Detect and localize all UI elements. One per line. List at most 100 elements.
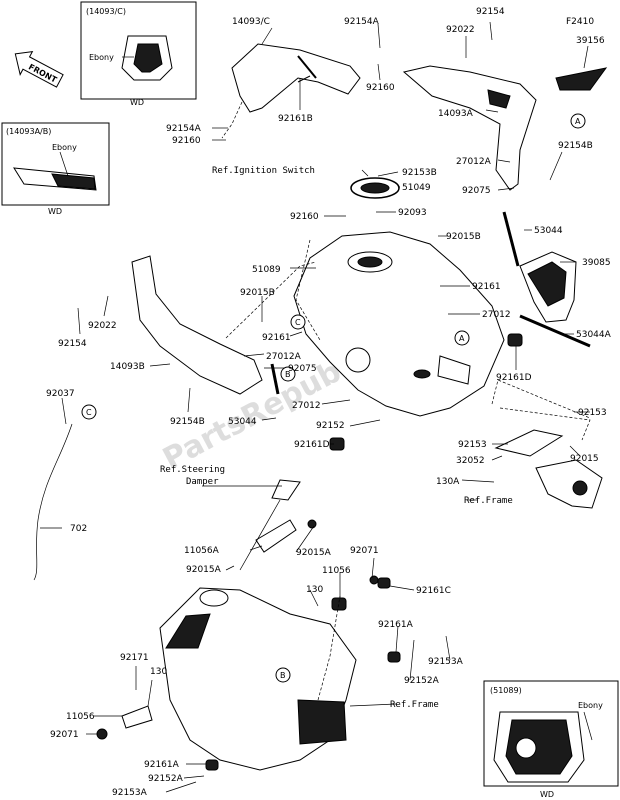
frame-mount-icon xyxy=(297,699,347,745)
inset-tank-cap-color: Ebony xyxy=(578,701,603,710)
part-label: 130 xyxy=(150,667,167,677)
part-label: 92154 xyxy=(58,339,87,349)
callout-b-tank: B xyxy=(280,366,296,382)
inset-cover-ab-code: WD xyxy=(48,207,62,216)
part-label: 11056A xyxy=(184,546,220,556)
part-label: 11056 xyxy=(322,566,351,576)
part-label: 92154A xyxy=(166,124,202,134)
seal-53044-icon xyxy=(502,211,520,267)
cover-14093c-icon xyxy=(231,43,361,113)
cover-c-ebony-area-icon xyxy=(133,43,163,73)
svg-text:A: A xyxy=(459,334,465,343)
part-label: 92153A xyxy=(428,657,464,667)
part-label: 130 xyxy=(306,585,323,595)
seal-53044-bottom-icon xyxy=(270,363,280,395)
part-label: 92161 xyxy=(472,282,501,292)
part-label: 53044A xyxy=(576,330,612,340)
inset-tank-cap: (51089) Ebony WD xyxy=(483,680,619,799)
inset-tank-cap-title: (51089) xyxy=(490,686,522,695)
bracket-32052-icon xyxy=(494,429,564,457)
part-label: 92015B xyxy=(446,232,481,242)
tank-cap-inner-icon xyxy=(357,256,383,268)
part-label: 92161D xyxy=(294,440,330,450)
label-sticker-icon xyxy=(555,67,608,91)
callout-b-frame: B xyxy=(275,667,291,683)
part-label: 92015A xyxy=(186,565,222,575)
part-label: 92160 xyxy=(172,136,201,146)
ref-steering-line2: Damper xyxy=(186,477,219,487)
part-label: 92022 xyxy=(446,25,475,35)
fuel-pump-icon xyxy=(345,347,371,373)
ref-frame-right: Ref.Frame xyxy=(464,496,513,506)
inset-cover-ab: (14093A/B) Ebony WD xyxy=(1,122,110,216)
cover-ab-ebony-area-icon xyxy=(51,173,96,190)
steering-head-icon xyxy=(199,589,229,607)
part-label: 92093 xyxy=(398,208,427,218)
svg-text:B: B xyxy=(280,671,286,680)
part-label: 92161 xyxy=(262,333,291,343)
inset-tank-cap-code: WD xyxy=(540,790,554,799)
part-label: 51049 xyxy=(402,183,431,193)
fuel-cap-inset-icon xyxy=(515,737,537,759)
hose-702-icon xyxy=(33,423,73,581)
part-label: 92071 xyxy=(350,546,379,556)
part-label: F2410 xyxy=(566,17,594,27)
inset-cover-c-color: Ebony xyxy=(89,53,114,62)
inset-cover-ab-color: Ebony xyxy=(52,143,77,152)
part-label: 27012 xyxy=(482,310,511,320)
svg-text:C: C xyxy=(295,318,301,327)
mount-92161c-icon xyxy=(377,577,391,589)
part-label: 92154 xyxy=(476,7,505,17)
part-label: 27012A xyxy=(456,157,492,167)
inset-cover-c: (14093/C) Ebony WD xyxy=(80,1,197,107)
svg-text:B: B xyxy=(285,370,291,379)
part-label: 53044 xyxy=(228,417,257,427)
callout-a-right: A xyxy=(570,113,586,129)
collar-11056-icon xyxy=(331,597,347,611)
part-label: 92171 xyxy=(120,653,149,663)
mount-92161d-right-icon xyxy=(507,333,523,347)
damper-link-11056a-icon xyxy=(255,519,297,553)
part-label: 92153A xyxy=(112,788,148,798)
part-label: 702 xyxy=(70,524,87,534)
part-label: 92160 xyxy=(290,212,319,222)
inset-cover-ab-title: (14093A/B) xyxy=(6,127,51,136)
part-label: 27012 xyxy=(292,401,321,411)
seal-53044a-icon xyxy=(519,314,591,348)
part-label: 14093B xyxy=(110,362,145,372)
part-label: 39156 xyxy=(576,36,605,46)
leader-lines xyxy=(40,21,590,793)
tank-vent-icon xyxy=(413,369,431,379)
part-label: 92075 xyxy=(288,364,317,374)
part-label: 92071 xyxy=(50,730,79,740)
bracket-92015-icon xyxy=(535,459,603,509)
damper-bracket-icon xyxy=(271,479,301,501)
inset-cover-c-title: (14093/C) xyxy=(86,7,126,16)
cover-14093b-icon xyxy=(131,255,263,395)
part-label: 92015 xyxy=(570,454,599,464)
part-label: 92152A xyxy=(148,774,184,784)
part-label: 92161C xyxy=(416,586,451,596)
part-label: 92153 xyxy=(578,408,607,418)
inset-cover-c-code: WD xyxy=(130,98,144,107)
part-label: 39085 xyxy=(582,258,611,268)
part-label: 92154B xyxy=(558,141,593,151)
part-label: 53044 xyxy=(534,226,563,236)
part-label: 92154A xyxy=(344,17,380,27)
part-label: 14093A xyxy=(438,109,474,119)
callout-c-tank: C xyxy=(290,314,306,330)
part-label: 92075 xyxy=(462,186,491,196)
part-label: 11056 xyxy=(66,712,95,722)
part-label: 92153B xyxy=(402,168,437,178)
ref-ignition-switch: Ref.Ignition Switch xyxy=(212,166,315,176)
part-label: 92161A xyxy=(144,760,180,770)
part-label: 92153 xyxy=(458,440,487,450)
bracket-92071-left-icon xyxy=(121,705,153,729)
part-label: 92015B xyxy=(240,288,275,298)
part-label: 32052 xyxy=(456,456,485,466)
cover-14093a-mark-icon xyxy=(487,89,511,109)
tank-top-ebony-area-icon xyxy=(505,719,573,775)
part-label: 92161A xyxy=(378,620,414,630)
part-label: 130A xyxy=(436,477,460,487)
